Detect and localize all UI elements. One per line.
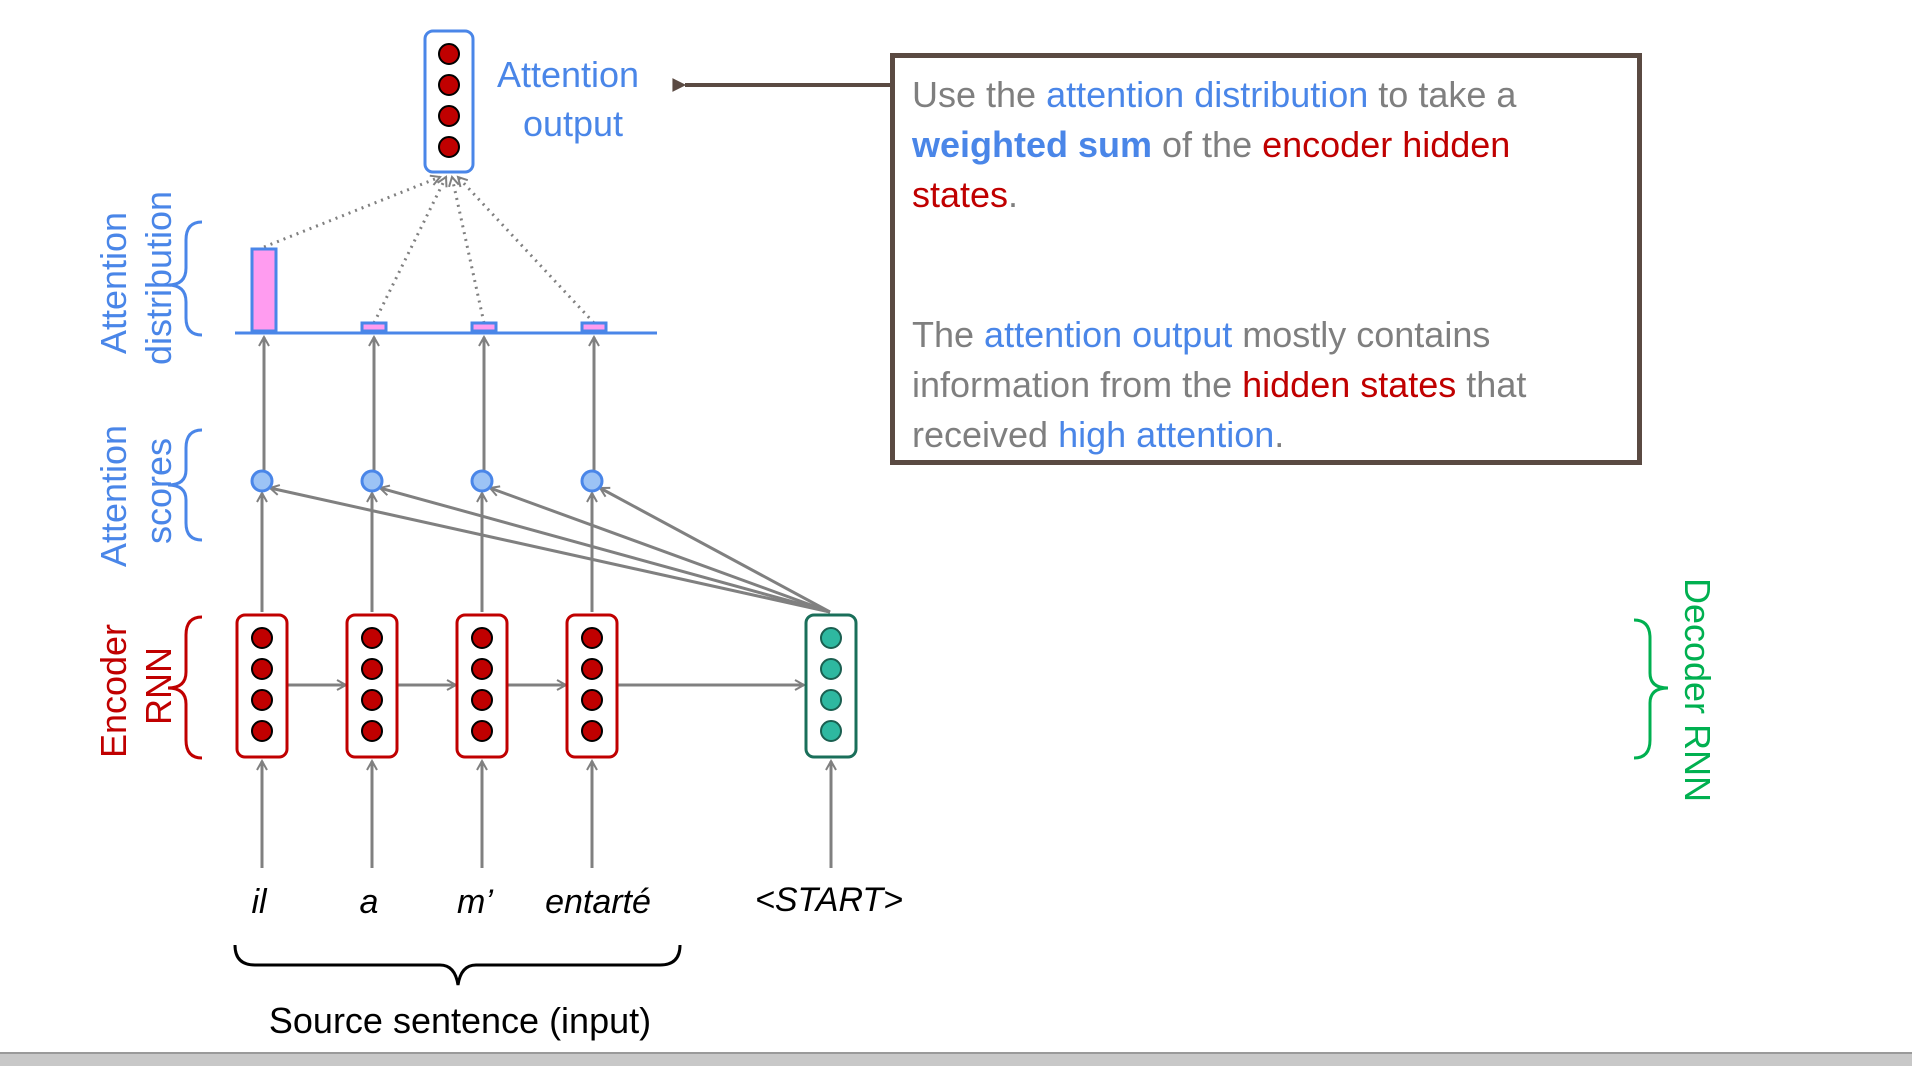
score-node [470, 469, 494, 493]
attention-scores-brace [167, 428, 203, 542]
input-arrows [262, 761, 831, 868]
attention-score-nodes [250, 469, 604, 493]
attention-bar [580, 321, 608, 333]
score-node [250, 469, 274, 493]
source-sentence-label: Source sentence (input) [269, 1000, 651, 1041]
decoder-rnn-label: Decoder RNN [1677, 578, 1718, 802]
decoder-rnn-cell [804, 613, 858, 759]
source-word-m: m’ [457, 883, 493, 921]
attention-distribution-bars [250, 247, 608, 333]
attention-output-vector [423, 29, 475, 174]
decoder-rnn-brace [1633, 618, 1669, 760]
attention-scores-label: Attention scores [93, 415, 179, 567]
encoder-cell [345, 613, 399, 759]
attention-output-label: Attention output [497, 54, 649, 144]
callout-paragraph-2: The attention output mostly contains inf… [912, 314, 1527, 455]
attention-bar [250, 247, 278, 333]
attention-bar [360, 321, 388, 333]
source-sentence-brace [233, 944, 682, 986]
attention-bar [470, 321, 498, 333]
encoder-cell [235, 613, 289, 759]
weighted-sum-dotted-lines [263, 177, 596, 325]
decoder-start-token: <START> [755, 881, 903, 919]
decoder-to-score-arrows [270, 488, 831, 614]
encoder-rnn-cells [235, 613, 619, 759]
bottom-scrollbar-strip [0, 1052, 1912, 1066]
score-to-distribution-arrows [264, 337, 594, 470]
score-node [580, 469, 604, 493]
encoder-rnn-brace [167, 615, 203, 760]
encoder-to-score-arrows [262, 493, 592, 612]
attention-distribution-brace [167, 220, 203, 337]
callout-paragraph-1: Use the attention distribution to take a… [912, 74, 1517, 215]
source-word-a: a [360, 883, 379, 921]
score-node [360, 469, 384, 493]
attention-distribution-label: Attention distribution [93, 191, 179, 365]
encoder-cell [565, 613, 619, 759]
encoder-rnn-label: Encoder RNN [93, 614, 179, 758]
source-word-il: il [251, 883, 268, 921]
explanation-callout: Use the attention distribution to take a… [890, 53, 1642, 465]
source-word-entarte: entarté [545, 883, 651, 921]
encoder-cell [455, 613, 509, 759]
